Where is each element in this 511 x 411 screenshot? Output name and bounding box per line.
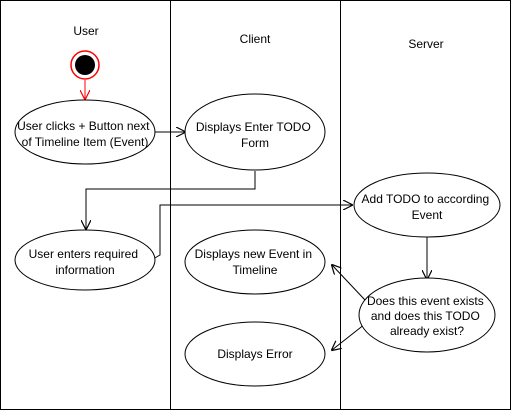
node-event-exists-line-3: already exist? (390, 324, 464, 338)
node-add-todo: Add TODO to according Event (353, 172, 501, 238)
svg-text:User clicks + Button next: User clicks + Button next of Timeline It… (17, 119, 153, 149)
node-add-todo-line-1: Add TODO to according (362, 192, 490, 206)
lane-title-user: User (73, 24, 98, 38)
node-user-enters-line-2: information (55, 263, 114, 277)
node-event-exists-line-2: and does this TODO (371, 309, 480, 323)
edge-check-to-new-event (332, 265, 366, 301)
node-displays-error-line-1: Displays Error (217, 347, 292, 361)
node-user-enters-information: User enters required information (14, 229, 156, 291)
node-enter-todo-form-line-2: Form (241, 136, 269, 150)
svg-text:Does this event exists a: Does this event exists and does this TOD… (367, 294, 487, 338)
node-displays-error: Displays Error (184, 321, 326, 387)
node-user-enters-line-1: User enters required (29, 247, 138, 261)
node-user-clicks-line-2: of Timeline Item (Event) (22, 135, 149, 149)
node-new-event-line-2: Timeline (233, 263, 278, 277)
node-add-todo-line-2: Event (412, 208, 443, 222)
node-new-event-line-1: Displays new Event in (195, 247, 312, 261)
start-node (70, 50, 100, 80)
node-displays-new-event: Displays new Event in Timeline (184, 229, 326, 295)
node-user-clicks: User clicks + Button next of Timeline It… (14, 99, 156, 165)
lane-title-client: Client (240, 32, 271, 46)
edge-user-enters-to-add-todo (152, 205, 352, 260)
svg-text:User enters required inf: User enters required information (29, 247, 142, 277)
node-enter-todo-form: Displays Enter TODO Form (184, 93, 326, 171)
svg-text:Displays Error: Displays Error (217, 347, 292, 361)
node-event-exists-line-1: Does this event exists (367, 294, 484, 308)
svg-text:Displays new Event in Ti: Displays new Event in Timeline (195, 247, 316, 277)
node-user-clicks-line-1: User clicks + Button next (17, 119, 150, 133)
lane-title-server: Server (408, 37, 443, 51)
node-event-exists-check: Does this event exists and does this TOD… (358, 277, 496, 353)
edge-check-to-error (332, 323, 366, 350)
edge-form-to-user-enters (86, 171, 256, 229)
svg-text:Add TODO to according Ev: Add TODO to according Event (362, 192, 493, 222)
svg-text:Displays Enter TODO Form: Displays Enter TODO Form (196, 120, 314, 150)
node-enter-todo-form-line-1: Displays Enter TODO (196, 120, 311, 134)
